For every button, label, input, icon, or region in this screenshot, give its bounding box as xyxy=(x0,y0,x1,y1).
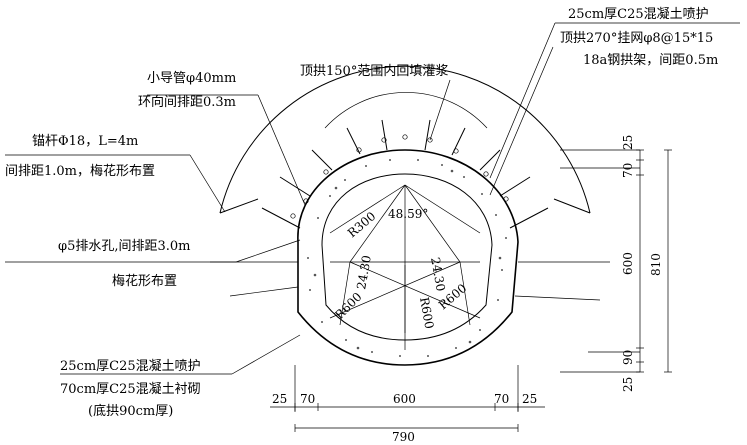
note-lining-shotcrete: 25cm厚C25混凝土喷护 xyxy=(60,358,201,374)
dim-right-600: 600 xyxy=(621,252,635,275)
note-drain: φ5排水孔,间排距3.0m xyxy=(58,239,191,254)
lining-inner-outline xyxy=(321,173,493,341)
note-bolt: 锚杆Φ18，L=4m xyxy=(32,134,138,149)
bottom-dimension-chain xyxy=(270,403,545,432)
label-2430-right: 24.30 xyxy=(428,256,448,292)
anchor-bolts xyxy=(261,119,549,229)
grout-zone-arc xyxy=(324,92,488,129)
radius-lines xyxy=(329,184,481,350)
dim-bottom-70-right: 70 xyxy=(494,392,509,406)
note-drain-layout: 梅花形布置 xyxy=(112,273,177,289)
annotations: 25cm厚C25混凝土喷护 顶拱270°挂网φ8@15*15 18a钢拱架，间距… xyxy=(5,6,718,419)
note-invert: (底拱90cm厚) xyxy=(88,403,173,419)
note-lining-concrete: 70cm厚C25混凝土衬砌 xyxy=(60,381,201,397)
dim-right-70-top: 70 xyxy=(621,163,635,178)
note-steel-arch: 18a钢拱架，间距0.5m xyxy=(583,53,718,68)
dim-right-90-bottom: 90 xyxy=(621,350,635,365)
dim-bottom-70-left: 70 xyxy=(300,392,315,406)
dim-right-25-bottom: 25 xyxy=(621,377,635,392)
right-dimension-chain xyxy=(636,149,672,373)
label-r600-left: R600 xyxy=(332,290,364,322)
note-grout: 顶拱150°范围内回填灌浆 xyxy=(300,63,448,79)
leader-lines xyxy=(5,22,740,375)
label-2430-left: 24.30 xyxy=(354,254,374,290)
small-pipe-holes xyxy=(290,134,509,219)
label-r300: R300 xyxy=(345,209,378,240)
note-bolt-spacing: 间排距1.0m，梅花形布置 xyxy=(5,163,155,179)
radius-labels: R300 48.59° 24.30 24.30 R600 R600 R600 xyxy=(332,207,469,330)
dim-bottom-total: 790 xyxy=(392,430,415,444)
dim-bottom-25-left: 25 xyxy=(272,392,287,406)
note-mesh: 顶拱270°挂网φ8@15*15 xyxy=(560,31,713,46)
label-angle: 48.59° xyxy=(388,207,428,221)
dim-right-total: 810 xyxy=(649,253,663,276)
extension-lines xyxy=(210,149,640,412)
right-dimension-labels: 25 70 600 90 25 810 xyxy=(621,135,663,392)
excavation-outline xyxy=(297,149,519,366)
note-pipe-spacing: 环向间排距0.3m xyxy=(138,94,236,110)
dim-bottom-25-right: 25 xyxy=(522,392,537,406)
left-support-shoulder xyxy=(219,198,259,214)
lining-concrete-hatch xyxy=(307,159,507,357)
dim-right-25-top: 25 xyxy=(621,135,635,150)
label-r600-bottom: R600 xyxy=(417,296,436,330)
dim-bottom-600: 600 xyxy=(393,392,416,406)
note-shotcrete-top: 25cm厚C25混凝土喷护 xyxy=(568,6,709,22)
outer-support-arch xyxy=(219,65,591,214)
note-small-pipe: 小导管φ40mm xyxy=(147,71,236,86)
right-support-shoulder xyxy=(553,198,591,214)
bottom-dimension-labels: 25 70 600 70 25 790 xyxy=(272,392,537,444)
